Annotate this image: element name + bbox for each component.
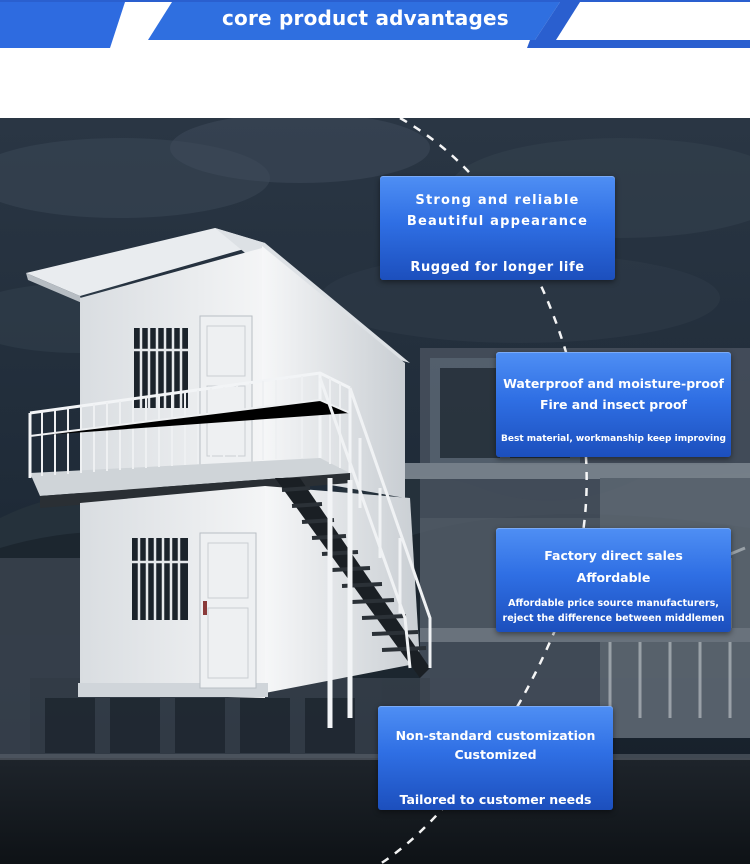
feature-detail: Tailored to customer needs <box>399 792 592 807</box>
scene-illustration <box>0 118 750 864</box>
feature-title: Waterproof and moisture-proof <box>503 376 724 391</box>
header-banner: core product advantages <box>0 0 750 48</box>
feature-title: Factory direct sales <box>544 548 683 563</box>
feature-card-strong: Strong and reliable Beautiful appearance… <box>380 176 615 280</box>
feature-card-waterproof: Waterproof and moisture-proof Fire and i… <box>496 352 731 457</box>
feature-card-customization: Non-standard customization Customized Ta… <box>378 706 613 810</box>
page-title: core product advantages <box>222 6 509 30</box>
feature-subtitle: Customized <box>454 747 537 762</box>
feature-card-factory-direct: Factory direct sales Affordable Affordab… <box>496 528 731 632</box>
feature-subtitle: Beautiful appearance <box>406 214 589 229</box>
feature-detail: Affordable price source manufacturers, r… <box>502 598 725 624</box>
feature-title: Strong and reliable <box>415 193 580 208</box>
banner-shape <box>0 0 750 48</box>
feature-detail: Rugged for longer life <box>410 260 585 275</box>
feature-subtitle: Fire and insect proof <box>539 397 687 412</box>
feature-detail: Best material, workmanship keep improvin… <box>501 434 726 444</box>
feature-title: Non-standard customization <box>395 728 596 743</box>
feature-subtitle: Affordable <box>576 570 651 585</box>
product-scene: Strong and reliable Beautiful appearance… <box>0 118 750 864</box>
